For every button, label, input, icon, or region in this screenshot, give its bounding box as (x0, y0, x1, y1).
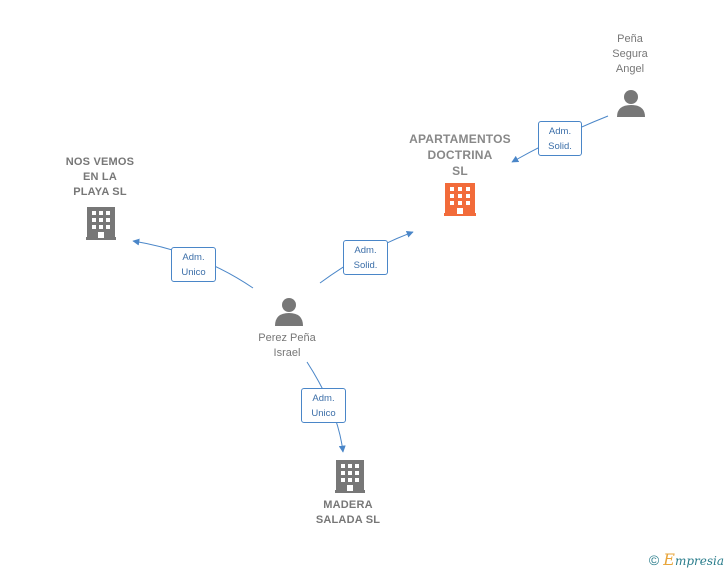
copyright-icon: © (648, 552, 660, 568)
person-label-pena[interactable]: Peña Segura Angel (612, 33, 648, 75)
edge-label-perez-adm-unico-nos-vemos: Adm. Unico (171, 247, 216, 282)
edge-label-perez-adm-unico-madera: Adm. Unico (301, 388, 346, 423)
building-icon-nos-vemos[interactable] (86, 207, 116, 240)
edge-label-pena-adm-solid: Adm. Solid. (538, 121, 582, 156)
company-label-apartamentos[interactable]: APARTAMENTOS DOCTRINA SL (409, 132, 511, 178)
edge-label-perez-adm-solid: Adm. Solid. (343, 240, 388, 275)
person-icon-pena[interactable] (617, 90, 645, 117)
building-icon-apartamentos[interactable] (444, 183, 476, 216)
company-label-nos-vemos[interactable]: NOS VEMOS EN LA PLAYA SL (65, 156, 135, 198)
company-label-madera[interactable]: MADERA SALADA SL (315, 499, 381, 526)
person-icon-perez[interactable] (275, 298, 303, 326)
building-icon-madera[interactable] (335, 460, 365, 493)
person-label-perez[interactable]: Perez Peña Israel (258, 332, 316, 359)
empresia-logo: ©Empresia (648, 550, 724, 569)
